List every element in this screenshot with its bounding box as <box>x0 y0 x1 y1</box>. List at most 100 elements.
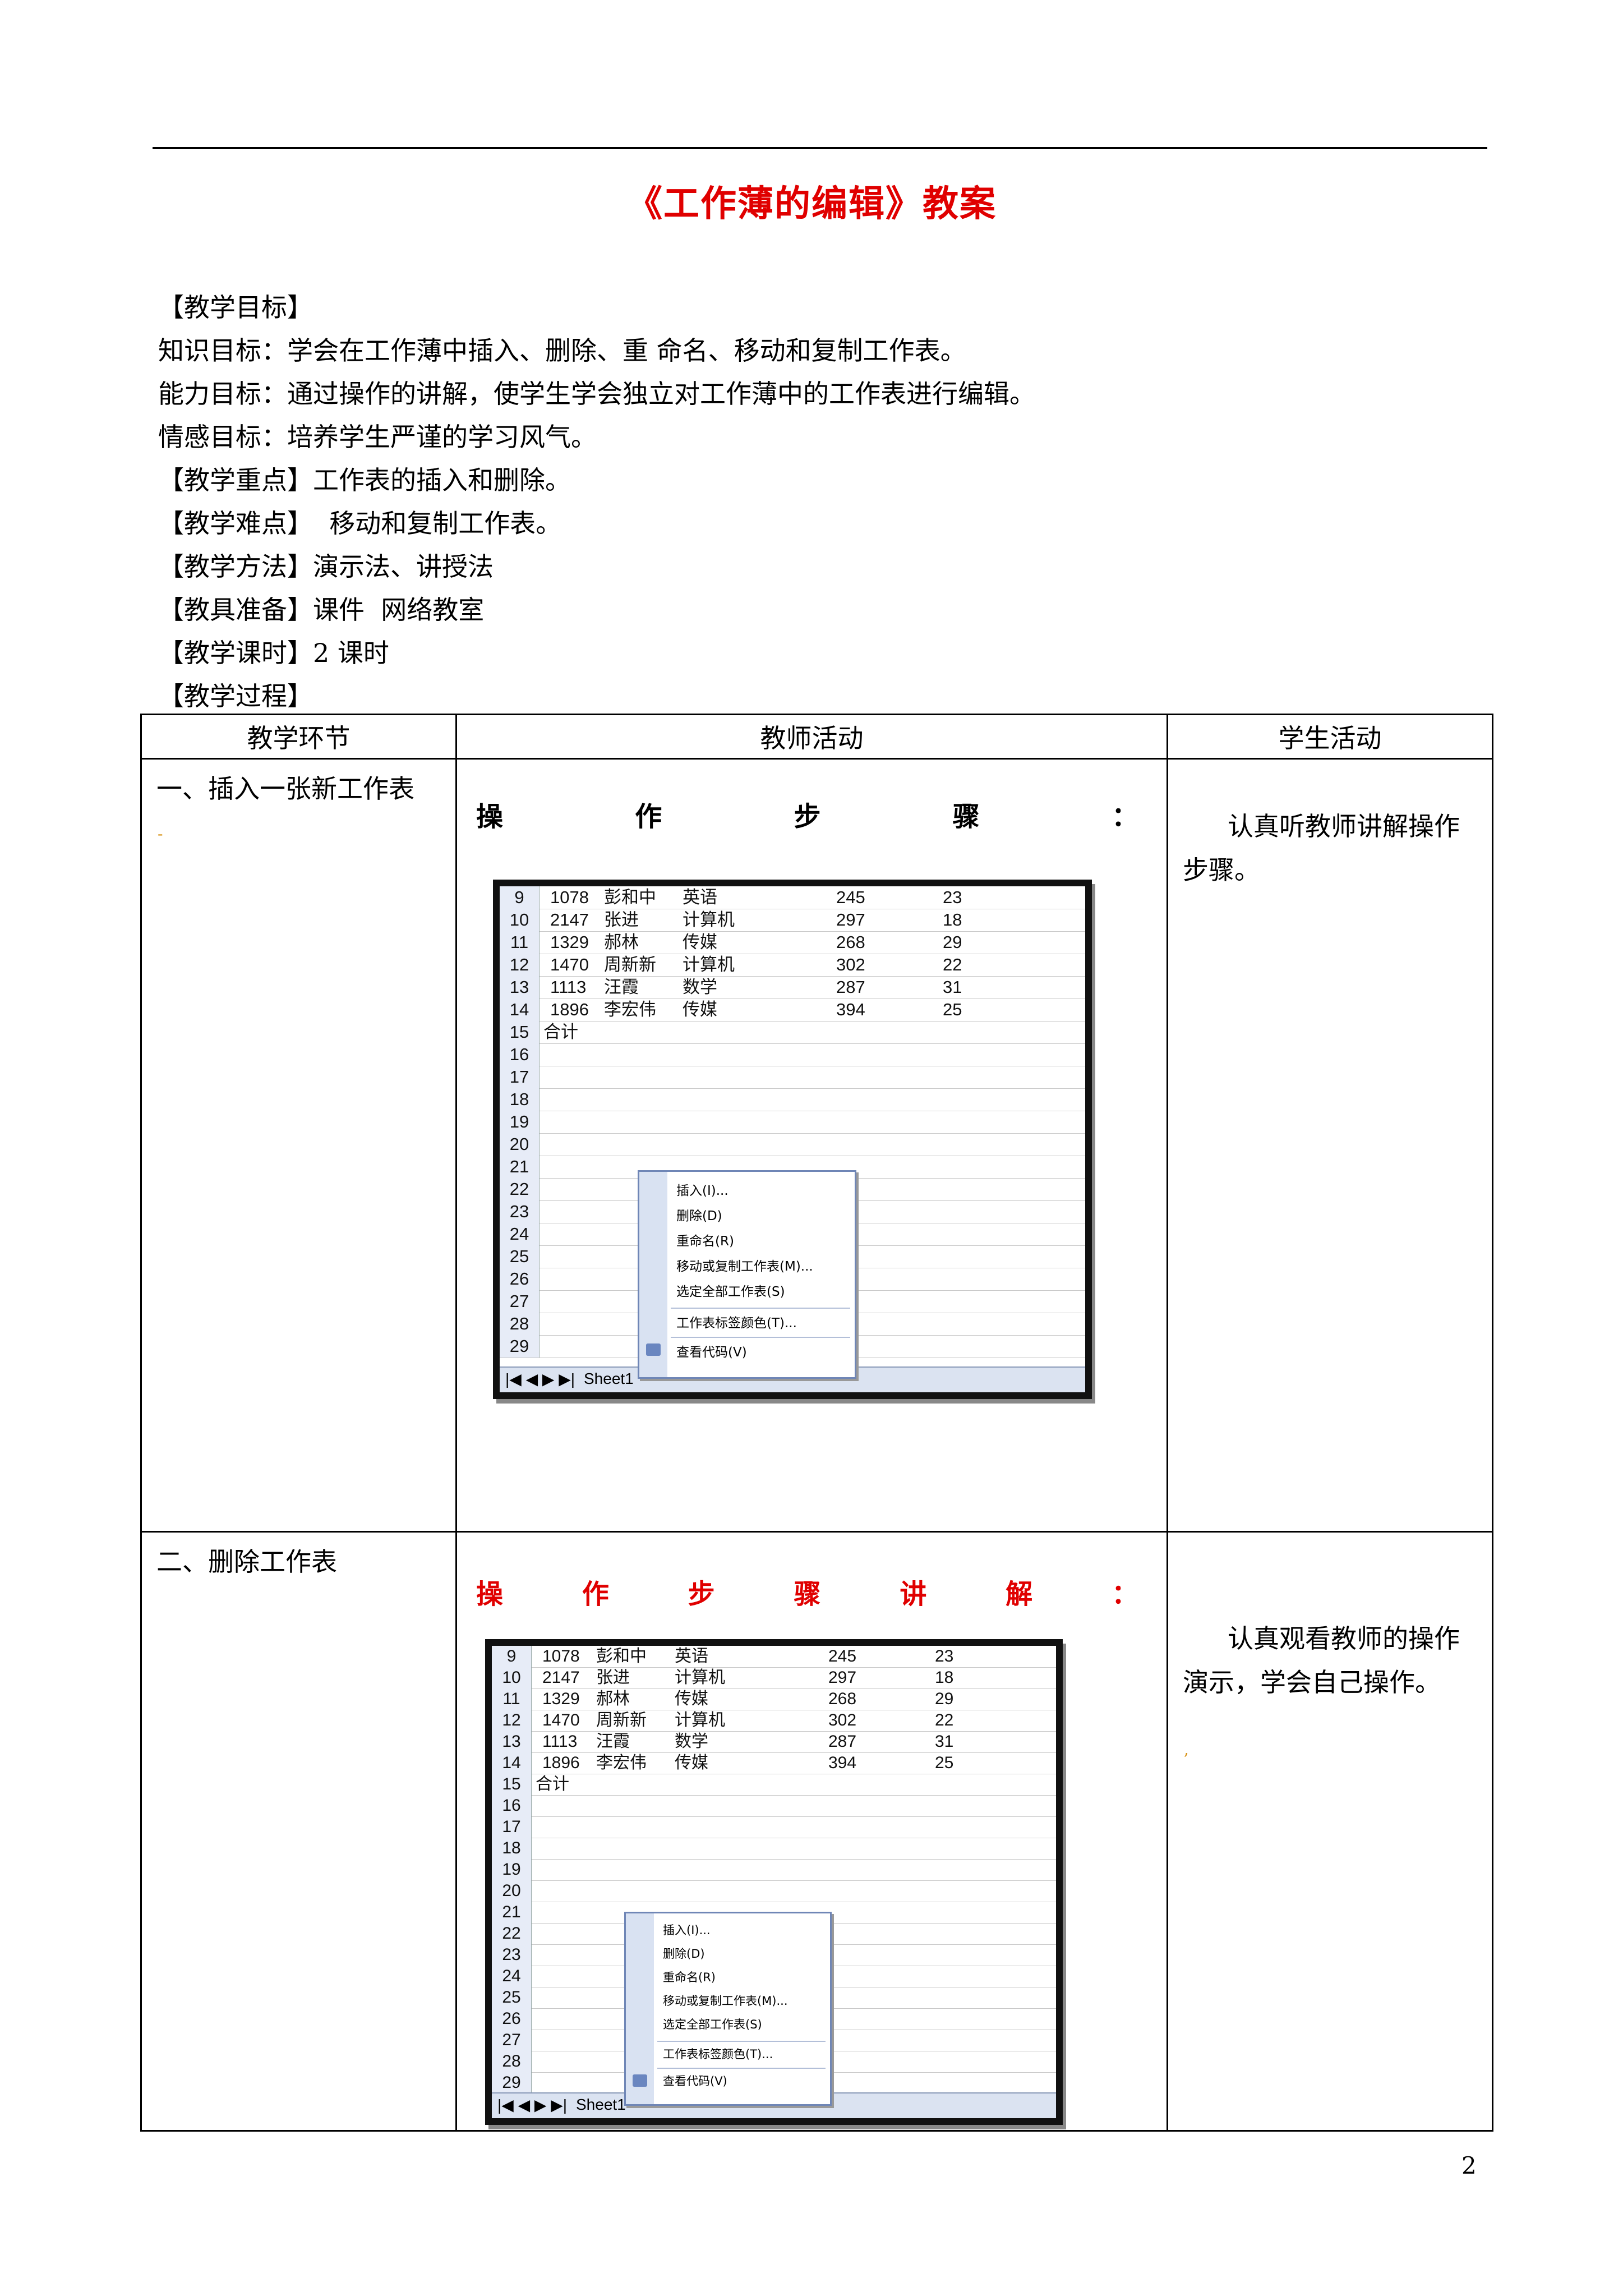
sheet-row: 19 <box>492 1859 1056 1881</box>
cell-id: 1329 <box>550 932 589 952</box>
row-number: 25 <box>492 1987 532 2008</box>
context-menu-item[interactable]: 选定全部工作表(S) <box>676 1285 785 1299</box>
step-char: 骤 <box>794 1579 821 1610</box>
context-menu-item[interactable]: 插入(I)... <box>676 1184 728 1198</box>
sheet-row: 18 <box>500 1088 1085 1111</box>
context-menu: 插入(I)... 删除(D) 重命名(R) 移动或复制工作表(M)... 选定全部工作表… <box>624 1912 832 2106</box>
row-number: 13 <box>492 1731 532 1752</box>
cell-major: 计算机 <box>683 910 735 930</box>
cell-major: 传媒 <box>683 932 717 952</box>
context-menu-item[interactable]: 重命名(R) <box>676 1234 734 1249</box>
header-stage: 教学环节 <box>140 714 457 760</box>
cell-major: 数学 <box>683 977 717 997</box>
cell-major: 传媒 <box>675 1754 708 1772</box>
context-menu: 插入(I)... 删除(D) 重命名(R) 移动或复制工作表(M)... 选定全部工作表… <box>638 1170 856 1379</box>
cell-score: 302 <box>828 1711 857 1729</box>
cell-count: 18 <box>943 910 962 930</box>
header-teacher: 教师活动 <box>455 714 1168 760</box>
student-activity: 认真观看教师的操作演示，学会自己操作。 <box>1183 1623 1460 1697</box>
student-cell: 认真观看教师的操作演示，学会自己操作。 , <box>1166 1531 1493 2132</box>
row-number: 27 <box>492 2030 532 2051</box>
context-menu-item[interactable]: 删除(D) <box>676 1209 722 1223</box>
cell-name: 郝林 <box>604 932 639 952</box>
cell-score: 302 <box>836 955 865 974</box>
context-menu-item[interactable]: 删除(D) <box>663 1947 705 1961</box>
context-menu-item[interactable]: 移动或复制工作表(M)... <box>663 1994 788 2008</box>
sheet-row: 17 <box>500 1066 1085 1089</box>
cell-count: 31 <box>943 977 962 997</box>
table-header-row: 教学环节 教师活动 学生活动 <box>140 714 1493 760</box>
cell-name: 李宏伟 <box>604 1000 656 1019</box>
sheet-tab[interactable]: Sheet1 <box>584 1370 634 1387</box>
row-number: 17 <box>500 1066 540 1088</box>
sheet-row: 23 <box>500 1200 1085 1223</box>
context-menu-item[interactable]: 查看代码(V) <box>676 1345 747 1360</box>
context-menu-item[interactable]: 选定全部工作表(S) <box>663 2018 762 2031</box>
sheet-row: 16 <box>500 1043 1085 1066</box>
row-number: 24 <box>492 1966 532 1987</box>
cell-id: 2147 <box>550 910 589 930</box>
cell-score: 394 <box>828 1754 857 1772</box>
row-number: 29 <box>500 1335 540 1358</box>
row-number: 21 <box>492 1902 532 1923</box>
cell-major: 计算机 <box>675 1668 725 1687</box>
cell-name: 李宏伟 <box>596 1754 647 1772</box>
student-cell: 认真听教师讲解操作步骤。 <box>1166 758 1493 1533</box>
cell-count: 22 <box>943 955 962 974</box>
row-number: 12 <box>500 954 540 976</box>
menu-icon-strip <box>626 1913 654 2104</box>
row-number: 12 <box>492 1710 532 1731</box>
cell-name: 彭和中 <box>596 1647 647 1665</box>
intro-line: 【教学课时】2 课时 <box>158 638 389 668</box>
row-number: 9 <box>500 886 540 909</box>
context-menu-item[interactable]: 移动或复制工作表(M)... <box>676 1259 813 1274</box>
cell-total-label: 合计 <box>536 1775 569 1793</box>
cell-id: 1113 <box>542 1732 578 1751</box>
edit-mark: , <box>1184 1740 1189 1759</box>
context-menu-item[interactable]: 工作表标签颜色(T)... <box>663 2047 773 2061</box>
context-menu-item[interactable]: 插入(I)... <box>663 1924 711 1937</box>
cell-id: 1896 <box>542 1754 580 1772</box>
cell-name: 张进 <box>596 1668 630 1687</box>
row-number: 20 <box>500 1133 540 1156</box>
context-menu-item[interactable]: 重命名(R) <box>663 1971 716 1984</box>
intro-line: 【教学过程】 <box>158 681 313 711</box>
row-number: 21 <box>500 1156 540 1178</box>
page-number: 2 <box>1461 2152 1477 2179</box>
context-menu-item[interactable]: 查看代码(V) <box>663 2074 727 2088</box>
tab-nav-arrows-icon[interactable]: |◀ ◀ ▶ ▶| <box>497 2096 568 2114</box>
context-menu-item[interactable]: 工作表标签颜色(T)... <box>676 1316 797 1331</box>
step-char: ： <box>1111 1579 1138 1610</box>
sheet-tab[interactable]: Sheet1 <box>576 2096 626 2113</box>
row-number: 23 <box>500 1200 540 1223</box>
cell-id: 1078 <box>550 887 589 907</box>
cell-score: 287 <box>836 977 865 997</box>
row-number: 10 <box>500 909 540 931</box>
tab-nav-arrows-icon[interactable]: |◀ ◀ ▶ ▶| <box>505 1370 575 1388</box>
view-code-icon <box>646 1343 661 1356</box>
stage-cell: 二、删除工作表 <box>140 1531 457 2132</box>
cell-name: 汪霞 <box>604 977 639 997</box>
cell-score: 394 <box>836 1000 865 1019</box>
row-number: 25 <box>500 1245 540 1268</box>
row-number: 15 <box>492 1774 532 1795</box>
lesson-intro: 【教学目标】 知识目标：学会在工作薄中插入、删除、重 命名、移动和复制工作表。 … <box>158 286 1035 718</box>
sheet-row: 18 <box>492 1838 1056 1860</box>
cell-count: 31 <box>935 1732 954 1751</box>
row-number: 26 <box>492 2008 532 2030</box>
cell-count: 18 <box>935 1668 954 1687</box>
row-number: 24 <box>500 1223 540 1245</box>
cell-count: 23 <box>935 1647 954 1665</box>
